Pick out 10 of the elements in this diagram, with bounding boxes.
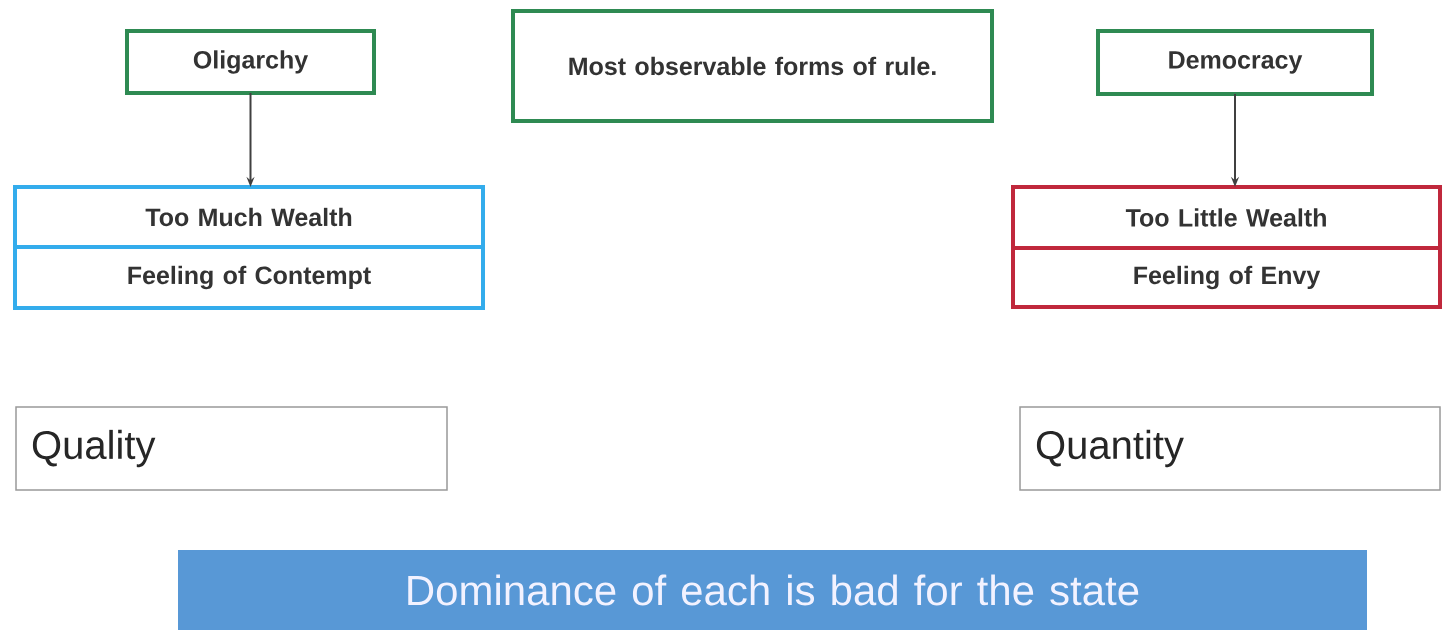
cell-box: Too Much Wealth	[13, 185, 485, 249]
banner: Dominance of each is bad for the state	[178, 550, 1367, 630]
heading-box: Most observable forms of rule.	[511, 9, 994, 123]
label-box: Quantity	[1019, 406, 1441, 491]
cell-box: Feeling of Contempt	[13, 245, 485, 310]
cell-box: Feeling of Envy	[1011, 246, 1442, 309]
heading-box: Oligarchy	[125, 29, 376, 95]
heading-box: Democracy	[1096, 29, 1374, 96]
cell-box: Too Little Wealth	[1011, 185, 1442, 250]
label-box: Quality	[15, 406, 448, 491]
